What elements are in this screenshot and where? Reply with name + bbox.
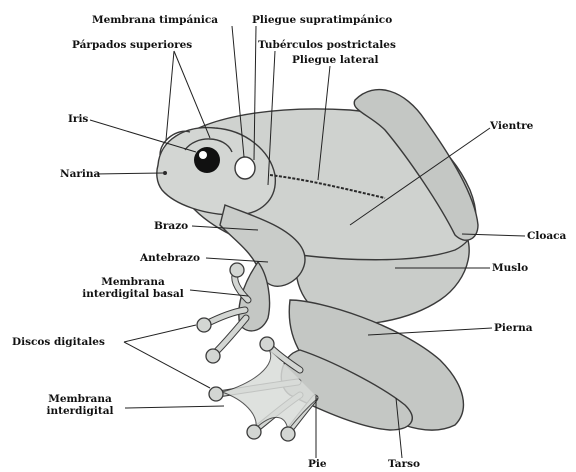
- leader-membrana-interdigital: [125, 406, 224, 408]
- label-membrana-interdigital-basal: Membrana interdigital basal: [74, 276, 192, 300]
- label-membrana-basal-line2: interdigital basal: [74, 288, 192, 300]
- label-membrana-basal-line1: Membrana: [74, 276, 192, 288]
- leader-parpados-2: [174, 51, 210, 138]
- label-muslo: Muslo: [492, 262, 528, 274]
- foot-disc-4: [281, 427, 295, 441]
- label-pie: Pie: [308, 458, 327, 470]
- label-brazo: Brazo: [154, 220, 188, 232]
- eye-highlight: [199, 151, 207, 159]
- leader-narina: [95, 173, 163, 174]
- leader-discos-1: [124, 325, 196, 342]
- label-antebrazo: Antebrazo: [140, 252, 200, 264]
- foot-disc-3: [247, 425, 261, 439]
- label-parpados-superiores: Párpados superiores: [72, 39, 192, 51]
- label-narina: Narina: [60, 168, 100, 180]
- leader-parpados-1: [166, 51, 174, 140]
- label-tarso: Tarso: [388, 458, 420, 470]
- leader-discos-2: [124, 342, 210, 388]
- label-iris: Iris: [68, 113, 88, 125]
- label-membrana-interdigital-line1: Membrana: [38, 393, 122, 405]
- foot-disc-2: [209, 387, 223, 401]
- front-disc-1: [230, 263, 244, 277]
- label-membrana-interdigital: Membrana interdigital: [38, 393, 122, 417]
- label-pliegue-lateral: Pliegue lateral: [292, 54, 379, 66]
- tympanum: [235, 157, 255, 179]
- front-disc-3: [206, 349, 220, 363]
- label-discos-digitales: Discos digitales: [12, 336, 105, 348]
- label-membrana-timpanica: Membrana timpánica: [92, 14, 218, 26]
- label-cloaca: Cloaca: [527, 230, 566, 242]
- label-pierna: Pierna: [494, 322, 533, 334]
- label-pliegue-supratimpanico: Pliegue supratimpánico: [252, 14, 392, 26]
- label-membrana-interdigital-line2: interdigital: [38, 405, 122, 417]
- nostril: [163, 171, 167, 175]
- label-tuberculos-postrictales: Tubérculos postrictales: [258, 39, 396, 51]
- front-disc-2: [197, 318, 211, 332]
- eye: [194, 147, 220, 173]
- front-finger-3-fill: [214, 318, 246, 354]
- foot-disc-1: [260, 337, 274, 351]
- label-vientre: Vientre: [490, 120, 533, 132]
